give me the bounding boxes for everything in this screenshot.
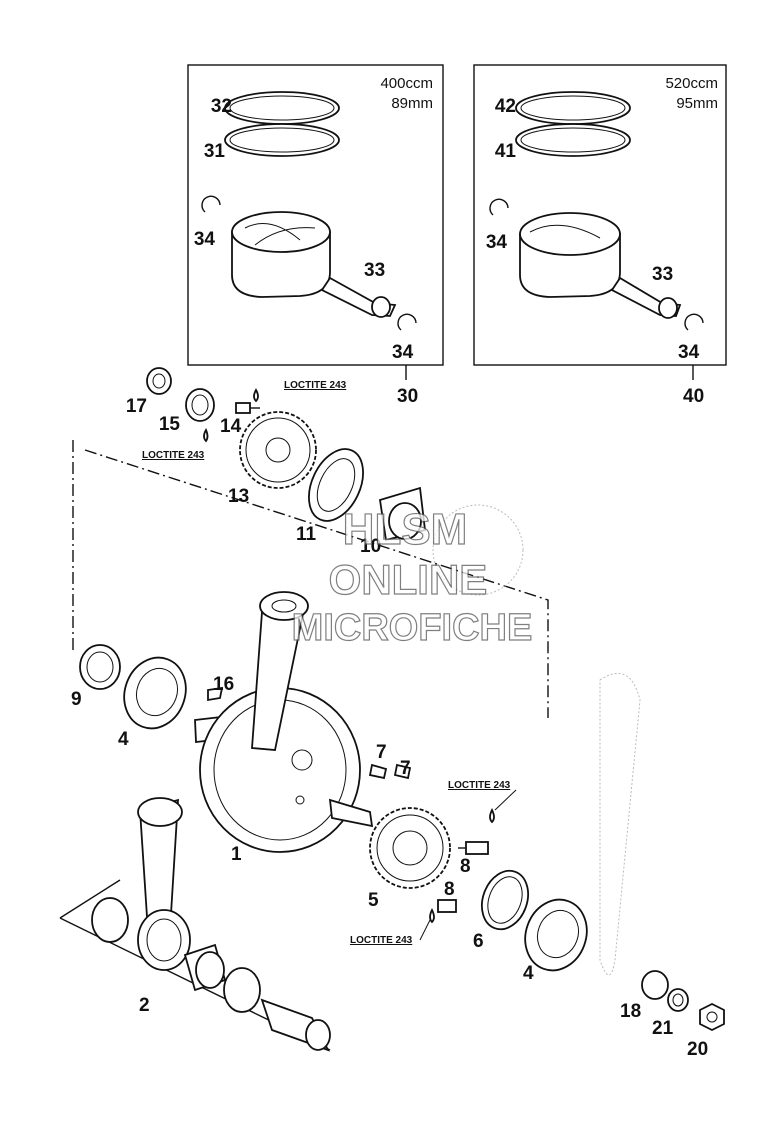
thrust-washer-b [223, 967, 261, 1013]
label-40: 40 [683, 386, 704, 407]
circlip-34-upper [201, 195, 221, 213]
main-bearing-4-right [524, 898, 588, 972]
piston-kit-520-box: 520ccm 95mm 42 41 34 33 34 40 [473, 64, 727, 407]
main-bearing-4-left [123, 656, 187, 730]
loctite-drop-8b [429, 907, 435, 924]
crankshaft-1 [194, 687, 374, 853]
label-1: 1 [231, 844, 242, 865]
bore-89: 89mm [391, 95, 433, 112]
loctite-drop-8a [489, 807, 495, 824]
label-34-b: 34 [392, 342, 414, 363]
needle-cage [183, 943, 227, 992]
piston-ring-32 [224, 91, 340, 125]
label-33-a: 33 [364, 260, 385, 281]
washer-21 [667, 988, 689, 1012]
loctite-label-8a: LOCTITE 243 [448, 780, 511, 791]
label-42: 42 [495, 96, 516, 117]
crankpin [260, 998, 331, 1052]
label-10: 10 [360, 536, 381, 557]
ghost-conrod [599, 672, 641, 976]
loctite-label-14: LOCTITE 243 [284, 380, 347, 391]
label-7-b: 7 [400, 758, 411, 779]
thrust-washer-a [91, 897, 129, 943]
woodruff-key-16 [207, 686, 224, 702]
needle-bearing-10 [378, 486, 426, 542]
label-34-a: 34 [194, 229, 216, 250]
oil-seal-9 [79, 644, 121, 690]
label-13: 13 [228, 486, 249, 507]
label-7-a: 7 [376, 742, 387, 763]
label-34-c: 34 [486, 232, 508, 253]
label-9: 9 [71, 689, 82, 710]
label-31: 31 [204, 141, 226, 162]
woodruff-key-7a [368, 763, 388, 780]
label-5: 5 [368, 890, 379, 911]
bearing-11 [308, 448, 364, 522]
label-11: 11 [296, 524, 317, 545]
displacement-400: 400ccm [380, 75, 433, 92]
box-frame-400 [187, 64, 444, 366]
screw-14 [235, 402, 260, 414]
circlip-34-lower [397, 313, 417, 331]
conrod-kit-2 [59, 797, 331, 1052]
nut-20 [699, 1002, 725, 1032]
label-8-a: 8 [460, 856, 471, 877]
label-18: 18 [620, 1001, 641, 1022]
loctite-label-15: LOCTITE 243 [142, 450, 205, 461]
loctite-drop-15 [203, 427, 209, 443]
piston-400 [231, 211, 331, 298]
assembly-guide-lines [72, 440, 549, 718]
piston-520 [519, 212, 621, 298]
gear-13 [239, 411, 317, 489]
bore-95: 95mm [676, 95, 718, 112]
screw-8-lower [437, 899, 457, 913]
circlip-34-upper-520 [489, 198, 509, 216]
displacement-520: 520ccm [665, 75, 718, 92]
watermark-line-1: HLSM [343, 505, 468, 554]
ghost-gear [432, 504, 524, 596]
box-frame-520 [473, 64, 727, 366]
piston-pin-33-520 [610, 276, 682, 319]
seal-17 [146, 367, 172, 395]
label-15: 15 [159, 414, 181, 435]
label-2: 2 [139, 995, 150, 1016]
label-4-b: 4 [523, 963, 534, 984]
watermark: HLSM ONLINE MICROFICHE [291, 504, 533, 649]
conrod-on-crank [251, 591, 309, 751]
label-32: 32 [211, 96, 232, 117]
label-17: 17 [126, 396, 147, 417]
label-8-b: 8 [444, 879, 455, 900]
screw-8-upper [458, 841, 489, 855]
watermark-line-3: MICROFICHE [292, 607, 533, 649]
woodruff-key-7b [393, 763, 412, 780]
label-20: 20 [687, 1039, 708, 1060]
shim-6 [481, 869, 529, 931]
piston-pin-33 [320, 276, 397, 318]
shim-18 [641, 970, 669, 1000]
label-33-b: 33 [652, 264, 673, 285]
loctite-label-8b: LOCTITE 243 [350, 935, 413, 946]
piston-kit-400-box: 400ccm 89mm 32 31 34 33 34 30 [187, 64, 444, 407]
label-4-a: 4 [118, 729, 129, 750]
label-21: 21 [652, 1018, 674, 1039]
watermark-line-2: ONLINE [329, 556, 488, 603]
circlip-34-lower-520 [684, 313, 704, 331]
piston-ring-42 [515, 91, 631, 125]
label-14: 14 [220, 416, 242, 437]
label-6: 6 [473, 931, 484, 952]
oil-seal-15 [185, 388, 215, 422]
label-41: 41 [495, 141, 517, 162]
gear-5 [369, 807, 451, 889]
piston-ring-41 [515, 123, 631, 157]
piston-ring-31 [224, 123, 340, 157]
label-30: 30 [397, 386, 418, 407]
label-16: 16 [213, 674, 234, 695]
loctite-drop-14 [253, 388, 259, 403]
label-34-d: 34 [678, 342, 700, 363]
